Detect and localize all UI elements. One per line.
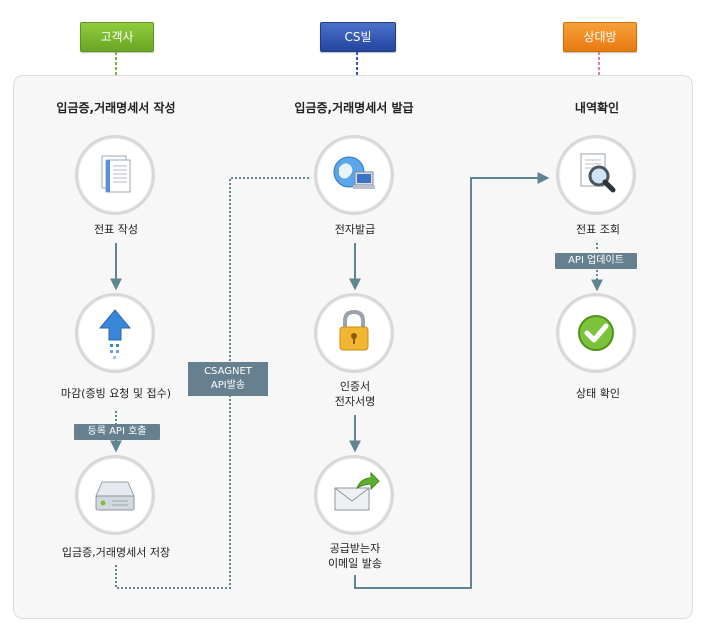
- checkmark-icon: [556, 293, 636, 373]
- csbill-tag: CS빌: [320, 22, 396, 52]
- update-api-badge: API 업데이트: [555, 253, 637, 269]
- envelope-send-icon: [314, 455, 394, 535]
- hard-drive-icon: [75, 455, 155, 535]
- counterpart-column-title: 내역확인: [574, 101, 620, 115]
- slip-view-label: 전표 조회: [576, 223, 620, 236]
- globe-computer-icon: [314, 135, 394, 215]
- deadline-label: 마감(증빙 요청 및 접수): [60, 387, 172, 400]
- status-check-label: 상태 확인: [576, 387, 620, 400]
- e-issue-label: 전자발급: [334, 223, 376, 236]
- csbill-column-title: 입금증,거래명세서 발급: [294, 101, 414, 115]
- cert-sign-label: 인증서 전자서명: [334, 380, 376, 408]
- csagnet-badge: CSAGNET API발송: [188, 362, 268, 396]
- register-api-badge: 등록 API 호출: [74, 424, 160, 440]
- write-slip-label: 전표 작성: [94, 223, 138, 236]
- magnifier-document-icon: [556, 135, 636, 215]
- customer-column-title: 입금증,거래명세서 작성: [56, 101, 176, 115]
- customer-tag: 고객사: [80, 22, 154, 52]
- upload-arrow-icon: [75, 293, 155, 373]
- email-send-label: 공급받는자 이메일 발송: [327, 542, 383, 570]
- counterpart-tag: 상대방: [563, 22, 637, 52]
- padlock-icon: [314, 293, 394, 373]
- document-icon: [75, 135, 155, 215]
- save-label: 입금증,거래명세서 저장: [61, 546, 171, 559]
